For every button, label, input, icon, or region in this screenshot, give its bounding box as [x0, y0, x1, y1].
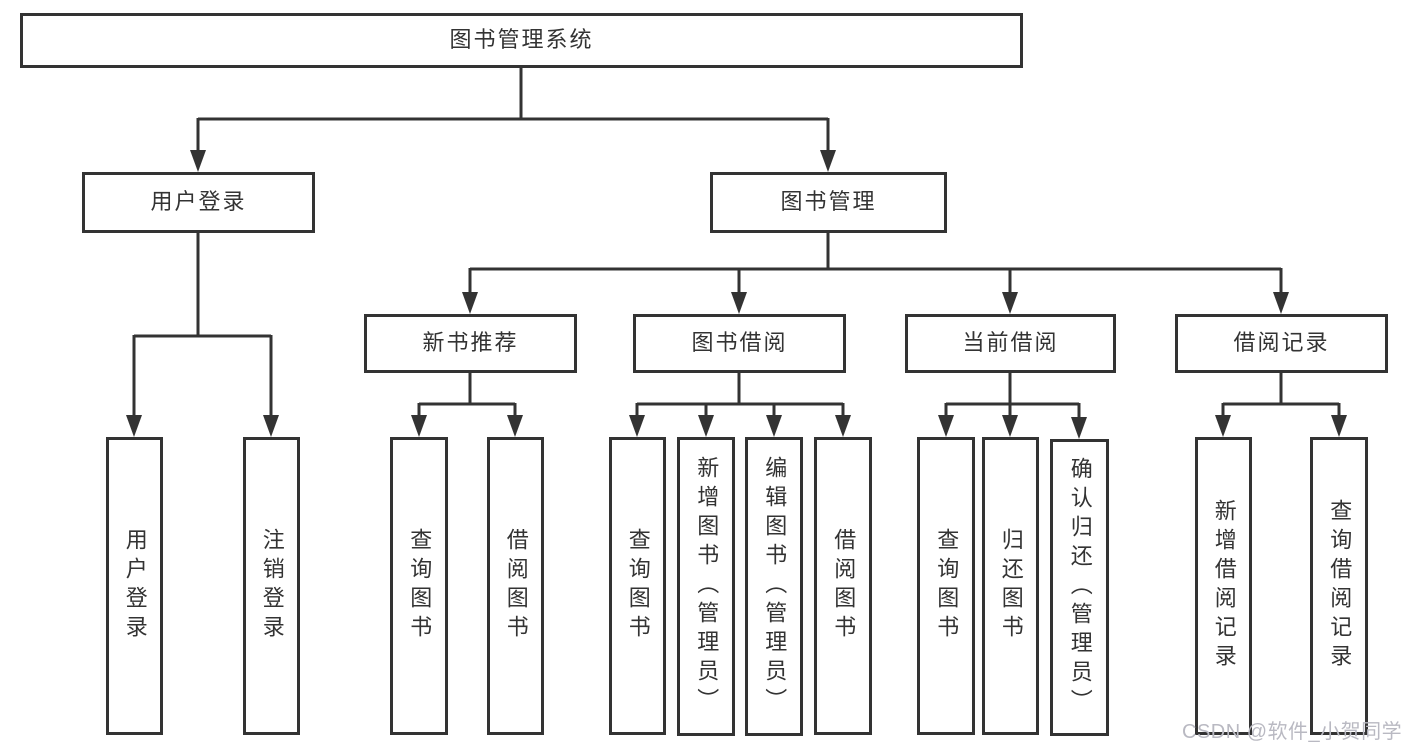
leaf-borrow-add-book-admin: 新增图书（管理员） — [677, 437, 735, 736]
arrow-down-icon — [1273, 292, 1289, 314]
watermark: CSDN @软件_小贺同学 — [1182, 721, 1403, 743]
node-book-borrow: 图书借阅 — [633, 314, 846, 373]
arrow-down-icon — [1215, 415, 1231, 437]
arrow-down-icon — [126, 415, 142, 437]
leaf-borrow-query-book: 查询图书 — [609, 437, 666, 735]
leaf-user-login: 用户登录 — [106, 437, 163, 735]
arrow-down-icon — [1002, 292, 1018, 314]
node-borrow-record: 借阅记录 — [1175, 314, 1388, 373]
arrow-down-icon — [629, 415, 645, 437]
node-library-system-root: 图书管理系统 — [20, 13, 1023, 68]
leaf-record-query-record: 查询借阅记录 — [1310, 437, 1368, 735]
leaf-record-add-record: 新增借阅记录 — [1195, 437, 1252, 735]
arrow-down-icon — [1002, 415, 1018, 437]
leaf-current-query-book: 查询图书 — [917, 437, 975, 735]
arrow-down-icon — [938, 415, 954, 437]
arrow-down-icon — [820, 150, 836, 172]
arrow-down-icon — [731, 292, 747, 314]
leaf-borrow-borrow-book: 借阅图书 — [814, 437, 872, 735]
arrow-down-icon — [507, 415, 523, 437]
arrow-down-icon — [411, 415, 427, 437]
leaf-borrow-edit-book-admin: 编辑图书（管理员） — [745, 437, 803, 736]
node-current-borrow: 当前借阅 — [905, 314, 1116, 373]
arrow-down-icon — [698, 415, 714, 437]
arrow-down-icon — [462, 292, 478, 314]
arrow-down-icon — [1071, 417, 1087, 439]
leaf-recommend-borrow-book: 借阅图书 — [487, 437, 544, 735]
leaf-recommend-query-book: 查询图书 — [390, 437, 448, 735]
node-book-management: 图书管理 — [710, 172, 947, 233]
leaf-logout: 注销登录 — [243, 437, 300, 735]
arrow-down-icon — [263, 415, 279, 437]
arrow-down-icon — [190, 150, 206, 172]
leaf-current-confirm-return-admin: 确认归还（管理员） — [1050, 439, 1109, 736]
arrow-down-icon — [766, 415, 782, 437]
arrow-down-icon — [835, 415, 851, 437]
arrow-down-icon — [1331, 415, 1347, 437]
leaf-current-return-book: 归还图书 — [982, 437, 1039, 735]
node-new-book-recommend: 新书推荐 — [364, 314, 577, 373]
node-user-login: 用户登录 — [82, 172, 315, 233]
